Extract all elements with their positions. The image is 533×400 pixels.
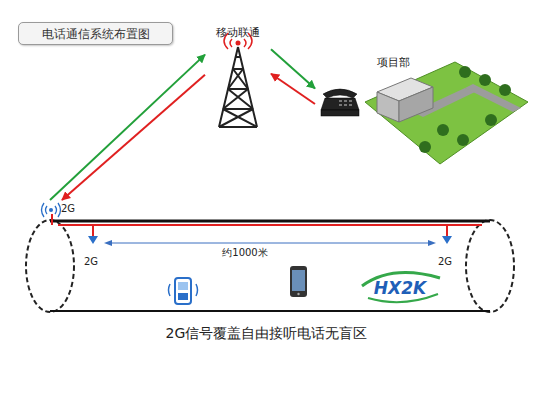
tunnel-wall <box>50 220 490 223</box>
antenna-node: 2G <box>42 200 82 220</box>
tunnel-antenna <box>442 225 452 244</box>
project-site-node: 项目部 <box>315 50 530 170</box>
logo-text: HX2K <box>364 278 436 298</box>
signal-arrow <box>62 75 205 200</box>
signal-arrow <box>271 49 315 88</box>
antenna-label: 2G <box>438 256 460 268</box>
diagram-caption: 2G信号覆盖自由接听电话无盲区 <box>0 325 533 342</box>
dimension-line <box>104 240 436 246</box>
feeder-line <box>51 214 53 225</box>
tower-symbol <box>205 26 271 132</box>
signal-arrow <box>271 74 315 104</box>
distance-label: 约1000米 <box>205 247 285 259</box>
node-text: 2G <box>61 203 82 215</box>
title-box: 电话通信系统布置图 <box>18 22 173 45</box>
tunnel-antenna <box>88 225 98 244</box>
tunnel-end <box>466 220 514 312</box>
smartphone-icon <box>290 266 307 297</box>
tunnel-wall <box>50 310 490 312</box>
signal-arrow <box>50 55 205 200</box>
project-site <box>315 50 530 170</box>
tower-node: 移动联通 <box>205 26 271 132</box>
leaky-cable <box>58 224 482 226</box>
node-text: 项目部 <box>377 56 427 69</box>
phone-icon <box>169 278 198 304</box>
tunnel-end <box>26 220 74 312</box>
antenna-label: 2G <box>84 256 106 268</box>
node-text: 移动联通 <box>205 26 271 39</box>
diagram-title: 电话通信系统布置图 <box>19 26 172 43</box>
